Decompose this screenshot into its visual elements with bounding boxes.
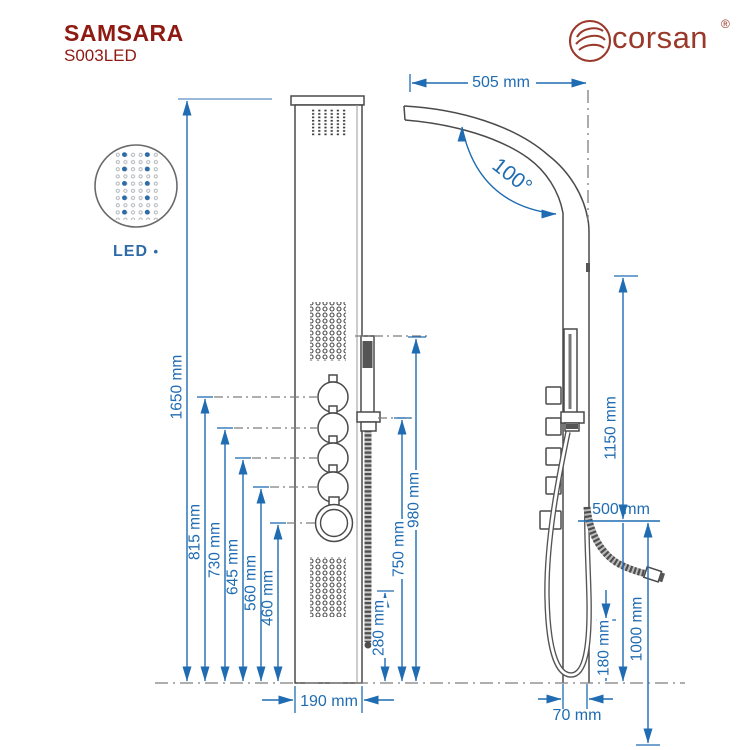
dim-label-holder-height: 750 mm bbox=[390, 519, 408, 579]
front-view-panel bbox=[290, 95, 381, 684]
dim-label-knob-4: 560 mm bbox=[242, 555, 260, 611]
led-detail-circle bbox=[94, 144, 178, 228]
dim-label-knob-2: 730 mm bbox=[206, 522, 224, 578]
dim-label-outlet-drop: 1000 mm bbox=[628, 596, 646, 662]
model-code: S003LED bbox=[64, 46, 137, 65]
dim-label-knob-top: 815 mm bbox=[186, 504, 204, 560]
dim-label-mixer-knob: 460 mm bbox=[259, 570, 277, 626]
hose-wall-fitting bbox=[642, 565, 666, 583]
side-knobs bbox=[539, 386, 562, 530]
shower-holder-front bbox=[356, 411, 381, 423]
side-view-panel bbox=[403, 105, 666, 683]
brand-name: corsan bbox=[612, 20, 709, 55]
dim-label-panel-width: 190 mm bbox=[300, 693, 358, 710]
speaker-grille-dots bbox=[312, 109, 349, 136]
leader-lines bbox=[155, 90, 685, 684]
dim-label-total-height: 1650 mm bbox=[168, 354, 186, 420]
shower-head-inner-curve bbox=[404, 119, 564, 683]
product-name: SAMSARA bbox=[64, 20, 184, 46]
shower-head-outer-curve bbox=[403, 105, 590, 683]
dim-label-side-connection: 500 mm bbox=[592, 501, 650, 518]
dim-label-knob-3: 645 mm bbox=[224, 539, 242, 595]
registered-mark: ® bbox=[721, 17, 730, 31]
dim-arc-100deg bbox=[457, 126, 557, 219]
body-jets-upper bbox=[310, 302, 346, 361]
led-label-bullet: • bbox=[153, 244, 160, 259]
dim-label-panel-depth: 70 mm bbox=[552, 707, 602, 724]
led-blue-dots bbox=[122, 152, 150, 215]
control-knobs bbox=[314, 374, 354, 543]
led-label: LED • bbox=[113, 243, 159, 261]
dim-label-hose-drop: 180 mm bbox=[595, 618, 613, 678]
dimension-lines bbox=[178, 74, 660, 746]
dim-label-handle-top: 980 mm bbox=[405, 470, 423, 530]
dim-label-side-upper: 1150 mm bbox=[602, 396, 620, 460]
dim-label-head-reach: 505 mm bbox=[472, 74, 530, 91]
hand-shower-side bbox=[560, 328, 585, 432]
led-label-text: LED bbox=[112, 243, 148, 260]
hand-shower-front bbox=[356, 335, 381, 649]
brand-wave-icon bbox=[568, 19, 612, 63]
body-jets-lower bbox=[310, 557, 346, 617]
dim-label-hose-end: 280 mm bbox=[370, 598, 388, 658]
holder-pin-side bbox=[586, 263, 590, 272]
